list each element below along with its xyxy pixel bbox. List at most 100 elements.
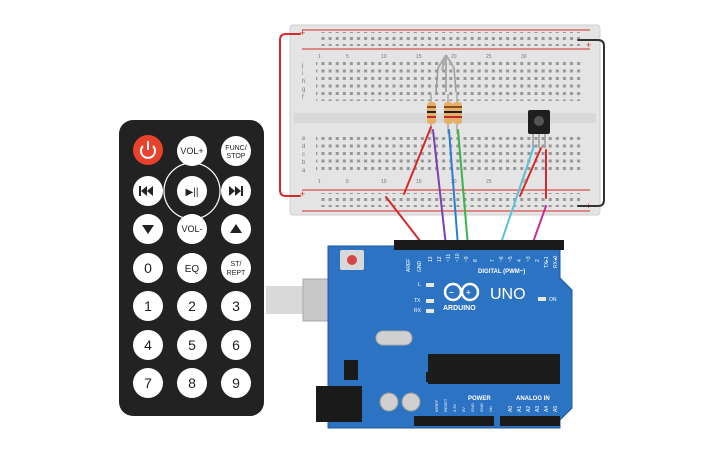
- terminal-strip-top[interactable]: [316, 61, 582, 101]
- svg-text:−: −: [449, 288, 454, 297]
- rail-plus-label-right: +: [586, 40, 591, 50]
- reset-button-cap[interactable]: [347, 255, 357, 265]
- row-letters-top: j i h g f: [301, 63, 305, 101]
- play-pause-icon: ▶||: [186, 187, 199, 198]
- svg-text:5: 5: [346, 54, 349, 60]
- digit-3-button[interactable]: 3: [221, 291, 251, 321]
- play-pause-button[interactable]: ▶||: [177, 176, 207, 206]
- svg-text:30: 30: [521, 179, 527, 185]
- ir-remote[interactable]: VOL+ FUNC/ STOP ▶|| VOL-: [119, 120, 264, 416]
- resistor-2[interactable]: [444, 94, 453, 134]
- eq-label: EQ: [185, 264, 200, 275]
- svg-text:3.3V: 3.3V: [452, 403, 457, 412]
- svg-text:~10: ~10: [455, 253, 461, 262]
- svg-text:~3: ~3: [526, 256, 532, 262]
- vol-up-button[interactable]: VOL+: [177, 136, 207, 166]
- digit-8-label: 8: [188, 375, 196, 391]
- eq-button[interactable]: EQ: [177, 253, 207, 283]
- svg-text:~11: ~11: [446, 254, 452, 262]
- prev-button[interactable]: [133, 176, 163, 206]
- vol-down-label: VOL-: [181, 224, 202, 234]
- up-button[interactable]: [221, 214, 251, 244]
- digit-5-button[interactable]: 5: [177, 330, 207, 360]
- up-arrow-icon: [230, 224, 242, 233]
- next-button[interactable]: [221, 176, 251, 206]
- digit-5-label: 5: [188, 337, 196, 353]
- digit-8-button[interactable]: 8: [177, 368, 207, 398]
- wire-red-left-rail[interactable]: [279, 33, 301, 197]
- svg-text:A5: A5: [553, 406, 559, 412]
- wire-black-right-rail[interactable]: [577, 39, 605, 207]
- rail-plus-label-bottom: +: [300, 189, 305, 199]
- rgb-led[interactable]: [435, 54, 457, 93]
- svg-text:8: 8: [473, 259, 479, 262]
- power-button[interactable]: [133, 135, 163, 165]
- svg-text:GND: GND: [479, 403, 484, 412]
- digit-9-button[interactable]: 9: [221, 368, 251, 398]
- digit-0-button[interactable]: 0: [133, 253, 163, 283]
- rail-plus-label: +: [300, 28, 305, 38]
- svg-text:TX▸1: TX▸1: [544, 256, 550, 268]
- wire-red-5v[interactable]: [385, 196, 425, 247]
- svg-text:10: 10: [381, 179, 387, 185]
- svg-text:13: 13: [428, 256, 434, 262]
- svg-text:30: 30: [521, 54, 527, 60]
- svg-text:5: 5: [346, 179, 349, 185]
- ir-receiver[interactable]: [528, 110, 550, 148]
- analog-header[interactable]: [500, 416, 560, 426]
- svg-text:7: 7: [490, 259, 496, 262]
- svg-text:RESET: RESET: [443, 398, 448, 412]
- wire-blue[interactable]: [448, 129, 459, 247]
- label-aref: AREF: [406, 259, 412, 272]
- capacitor-1: [379, 392, 399, 412]
- digit-6-label: 6: [232, 337, 240, 353]
- resistor-3[interactable]: [453, 94, 462, 134]
- svg-text:~6: ~6: [499, 256, 505, 262]
- vol-down-button[interactable]: VOL-: [177, 214, 207, 244]
- digit-6-button[interactable]: 6: [221, 330, 251, 360]
- digit-7-button[interactable]: 7: [133, 368, 163, 398]
- st-rept-button[interactable]: ST/ REPT: [221, 253, 251, 283]
- svg-text:b: b: [302, 160, 306, 166]
- svg-text:10: 10: [381, 54, 387, 60]
- led-rx: [426, 309, 434, 313]
- down-button[interactable]: [133, 214, 163, 244]
- led-tx: [426, 299, 434, 303]
- wire-cyan[interactable]: [499, 145, 535, 247]
- digit-1-button[interactable]: 1: [133, 291, 163, 321]
- svg-text:25: 25: [486, 179, 492, 185]
- power-barrel-jack[interactable]: [316, 386, 362, 422]
- func-stop-button[interactable]: FUNC/ STOP: [221, 136, 251, 166]
- top-power-rail[interactable]: [318, 32, 580, 46]
- svg-text:15: 15: [416, 54, 422, 60]
- bottom-power-rail[interactable]: [318, 193, 580, 207]
- row-letters-bottom: e d c b a: [302, 136, 306, 174]
- svg-text:A3: A3: [535, 406, 541, 412]
- svg-text:c: c: [302, 152, 305, 158]
- svg-text:A4: A4: [544, 406, 550, 412]
- wire-red-ir[interactable]: [519, 147, 542, 197]
- svg-text:1: 1: [318, 179, 321, 185]
- digit-9-label: 9: [232, 375, 240, 391]
- digital-pin-labels: 13 12 ~11 ~10 ~9 8 7 ~6 ~5 4 ~3 2 TX▸1 R…: [428, 253, 559, 268]
- digital-header[interactable]: [394, 240, 564, 250]
- svg-text:12: 12: [437, 256, 443, 262]
- svg-text:d: d: [302, 144, 305, 150]
- wire-red-resistor[interactable]: [403, 126, 432, 195]
- wire-purple[interactable]: [432, 129, 447, 247]
- led-on: [538, 297, 546, 301]
- led-l: [426, 283, 434, 287]
- led-tx-label: TX: [414, 298, 421, 304]
- svg-text:2: 2: [535, 259, 541, 262]
- digit-2-button[interactable]: 2: [177, 291, 207, 321]
- svg-text:h: h: [302, 79, 305, 85]
- analog-label: ANALOG IN: [516, 396, 550, 402]
- arduino-uno[interactable]: AREF GND 13 12 ~11 ~10 ~9 8 7 ~6 ~5 4 ~3…: [316, 240, 573, 429]
- svg-text:e: e: [302, 136, 306, 142]
- digit-3-label: 3: [232, 298, 240, 314]
- rewind-icon: [141, 186, 153, 196]
- power-header[interactable]: [414, 416, 494, 426]
- digit-4-button[interactable]: 4: [133, 330, 163, 360]
- wire-green[interactable]: [457, 129, 469, 247]
